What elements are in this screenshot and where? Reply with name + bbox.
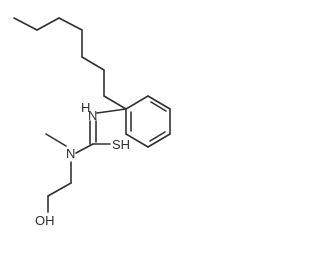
- bond-c2-c3: [36, 17, 60, 31]
- ring-inner-bond-2: [149, 131, 166, 142]
- ring-bond-1: [147, 95, 171, 110]
- octyl-chain: [13, 17, 127, 110]
- bond-ch-ipso: [125, 95, 149, 110]
- bond-c1-c2: [13, 17, 38, 31]
- atom-n-amine: N: [88, 108, 97, 123]
- bond-ch2-ch2: [47, 182, 72, 197]
- atom-sh: SH: [112, 137, 130, 152]
- molecule-structure: N H N SH OH: [13, 17, 171, 228]
- bond-c3-c4: [58, 17, 83, 31]
- atom-oh: OH: [35, 213, 55, 228]
- phenyl-ring: [125, 95, 171, 148]
- ring-bond-3: [147, 133, 171, 148]
- bond-ch-n: [96, 108, 127, 114]
- ring-bond-4: [125, 133, 149, 148]
- atom-n-methyl: N: [66, 146, 75, 161]
- hydroxyethyl-chain: [47, 161, 72, 213]
- thiourea-core: [45, 108, 127, 154]
- atom-h-amine: H: [81, 100, 90, 115]
- ring-inner-bond-1: [150, 101, 167, 112]
- bond-c7-c8: [103, 95, 127, 110]
- bond-n2-methyl: [45, 133, 67, 147]
- bond-c-n2: [75, 143, 94, 154]
- bond-c5-c6: [81, 56, 105, 71]
